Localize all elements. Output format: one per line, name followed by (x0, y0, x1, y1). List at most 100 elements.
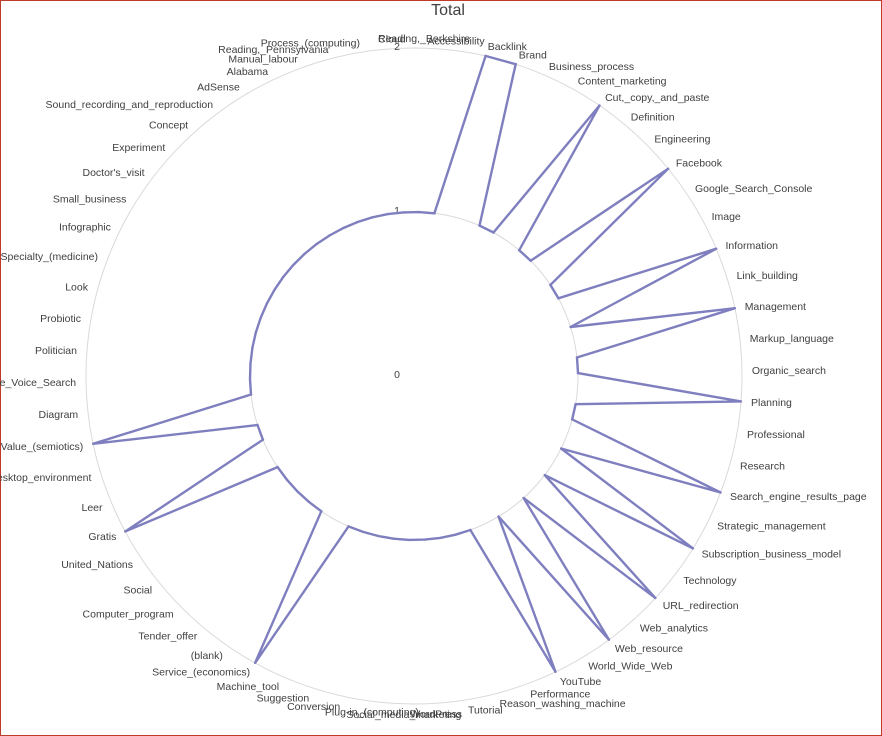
data-point (518, 249, 521, 252)
data-point (497, 515, 500, 518)
category-label: Strategic_management (717, 521, 826, 533)
data-point (492, 231, 495, 234)
data-point (667, 167, 670, 170)
category-label: Information (726, 240, 779, 252)
data-point (733, 307, 737, 310)
category-label: Plug-in_(computing) (325, 706, 419, 718)
data-point (402, 211, 405, 214)
grid-circle-2 (85, 47, 743, 705)
data-point (328, 234, 331, 237)
data-point (574, 403, 577, 406)
data-point (522, 496, 525, 500)
category-label: YouTube (560, 676, 601, 688)
data-point (303, 252, 306, 256)
category-label: Google_Voice_Search (0, 377, 76, 389)
data-point (320, 510, 323, 513)
category-label: Brand (519, 50, 547, 62)
data-point (276, 465, 279, 469)
data-point (386, 212, 389, 216)
category-label: Reading,_Berkshire (378, 33, 470, 45)
tick-label: 1 (394, 205, 400, 217)
chart-title: Total (431, 2, 465, 19)
category-label: Research (740, 460, 785, 472)
data-point (249, 393, 253, 396)
category-label: Definition (631, 112, 675, 124)
data-point (607, 638, 611, 641)
category-label: Web_resource (615, 643, 683, 655)
data-point (347, 525, 350, 528)
data-point (529, 259, 532, 262)
category-label: United_Nations (61, 559, 133, 571)
data-point (598, 104, 601, 107)
category-label: Machine_tool (217, 681, 279, 693)
series-line (92, 54, 742, 673)
category-label: Facebook (676, 157, 723, 169)
data-point (307, 500, 310, 503)
category-label: Computer_program (83, 609, 174, 621)
category-label: (blank) (191, 650, 223, 662)
data-point (377, 534, 380, 538)
category-label: Gratis (88, 531, 116, 543)
data-point (256, 423, 259, 427)
category-label: Manual_labour (228, 54, 298, 66)
data-point (248, 377, 252, 381)
category-label: Backlink (488, 41, 528, 53)
data-point (454, 533, 457, 536)
data-point (575, 356, 579, 359)
data-point (392, 537, 395, 540)
data-point (554, 670, 557, 674)
category-label: URL_redirection (663, 600, 739, 612)
data-point (423, 538, 426, 541)
data-point (292, 263, 295, 267)
category-label: Subscription_business_model (702, 549, 842, 561)
data-point (124, 530, 127, 533)
category-label: Leer (81, 502, 103, 514)
category-label: Process_(computing) (261, 37, 360, 49)
category-label: Sound_recording_and_reproduction (46, 99, 214, 111)
category-label: Organic_search (752, 365, 826, 377)
category-label: Concept (149, 120, 188, 132)
data-point (543, 473, 546, 477)
category-label: Probiotic (40, 313, 81, 325)
category-label: Performance (530, 688, 590, 700)
data-point (478, 224, 481, 227)
category-label: Management (745, 301, 806, 313)
category-label: Search_engine_results_page (730, 491, 867, 503)
category-label: Engineering (654, 133, 710, 145)
category-label: Doctor's_visit (82, 167, 144, 179)
category-label: Cloud (378, 34, 406, 46)
category-label: Infographic (59, 222, 111, 234)
category-label: Social (123, 585, 152, 597)
data-point (719, 491, 722, 494)
grid-circle-1 (249, 211, 579, 541)
category-label: Value_(semiotics) (1, 441, 84, 453)
data-point (433, 212, 436, 215)
category-label: World_Wide_Web (588, 661, 672, 673)
category-label: Web_analytics (640, 623, 708, 635)
data-point (439, 536, 442, 540)
data-point (654, 596, 657, 600)
data-point (356, 220, 359, 224)
tick-label: 2 (394, 41, 400, 53)
data-point (342, 226, 345, 230)
data-point (371, 216, 374, 219)
data-point (407, 538, 411, 542)
category-label: Tender_offer (138, 630, 197, 642)
grid (85, 47, 743, 705)
data-point (251, 346, 254, 349)
category-label: Look (65, 282, 89, 294)
data-point (559, 447, 563, 450)
category-label: Technology (683, 575, 737, 587)
data-point (549, 283, 552, 287)
category-label: Accessibility (428, 36, 486, 48)
category-label: Experiment (112, 142, 165, 154)
category-label: Small_business (53, 193, 127, 205)
data-point (254, 331, 257, 334)
category-label: Social_media_marketing (346, 709, 461, 721)
data-point (253, 661, 257, 665)
category-label: Tutorial (468, 705, 503, 717)
data-point (296, 490, 299, 493)
data-point (282, 275, 285, 279)
